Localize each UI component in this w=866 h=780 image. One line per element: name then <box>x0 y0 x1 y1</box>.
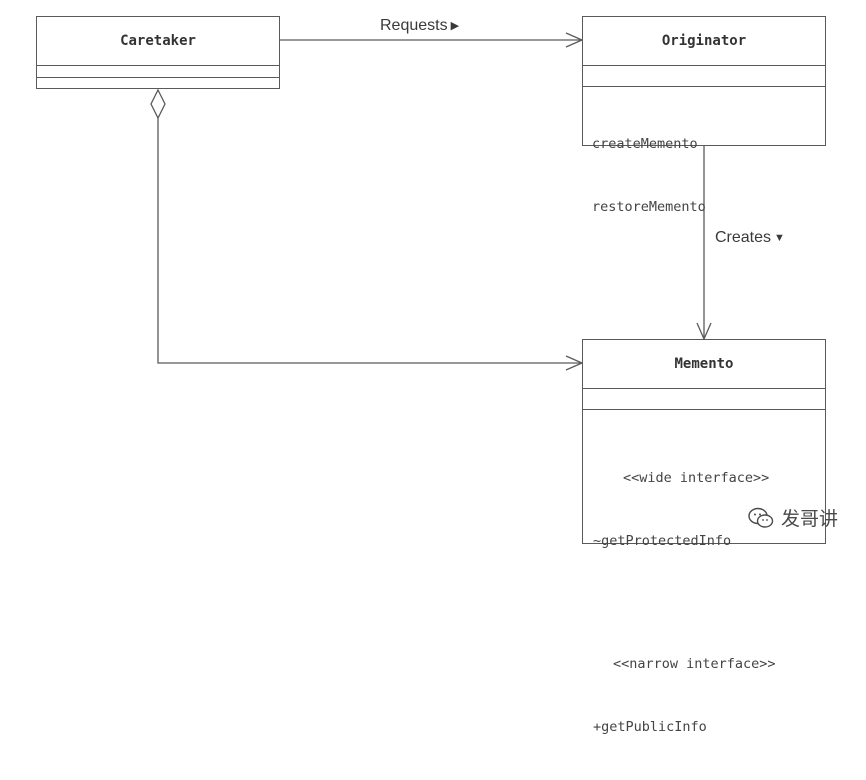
originator-operations: createMemento restoreMemento <box>583 87 825 260</box>
watermark: 发哥讲 <box>747 504 838 531</box>
aggregation-diamond <box>150 88 166 120</box>
down-triangle-icon: ▼ <box>774 232 785 244</box>
originator-attributes <box>583 66 825 87</box>
caretaker-attributes <box>37 66 279 78</box>
memento-op-get-public-info: +getPublicInfo <box>593 719 707 735</box>
connector-layer <box>150 32 712 371</box>
originator-op-restore-memento: restoreMemento <box>592 199 706 215</box>
watermark-text: 发哥讲 <box>781 508 839 530</box>
originator-class-name: Originator <box>583 17 825 66</box>
caretaker-class-name: Caretaker <box>37 17 279 66</box>
memento-spacer <box>593 594 825 612</box>
wechat-logo-icon <box>748 507 774 528</box>
memento-operations: <<wide interface>> ~getProtectedInfo <<n… <box>583 410 825 780</box>
originator-class: Originator createMemento restoreMemento <box>582 16 826 215</box>
right-triangle-icon: ▶ <box>450 20 460 32</box>
originator-op-create-memento: createMemento <box>592 136 698 152</box>
caretaker-class: Caretaker <box>36 16 280 89</box>
requests-label: Requests▶ <box>380 17 459 35</box>
memento-op-get-protected-info: ~getProtectedInfo <box>593 533 732 549</box>
creates-label-text: Creates <box>715 229 772 246</box>
memento-class-name: Memento <box>583 340 825 389</box>
memento-attributes <box>583 389 825 410</box>
creates-label: Creates▼ <box>715 229 785 247</box>
memento-wide-stereotype: <<wide interface>> <box>623 470 770 486</box>
aggregation-edge <box>157 118 582 364</box>
requests-label-text: Requests <box>380 17 448 34</box>
caretaker-operations <box>37 78 279 88</box>
memento-narrow-stereotype: <<narrow interface>> <box>613 656 776 672</box>
